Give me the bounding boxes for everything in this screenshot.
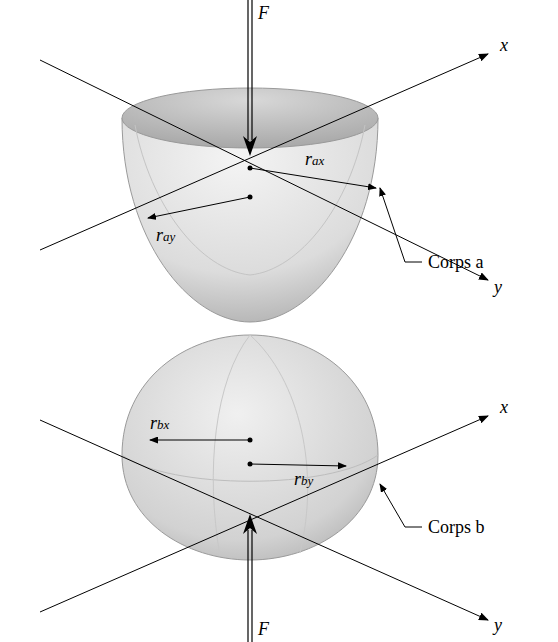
force-label: F — [258, 4, 269, 22]
part-name: Corps b — [428, 518, 485, 536]
radius-label: rby — [294, 470, 313, 488]
radius-label: ray — [156, 226, 175, 244]
axis-label: y — [494, 616, 502, 634]
radius-label: rax — [305, 150, 324, 168]
part-name: Corps a — [428, 253, 484, 271]
force-label: F — [258, 620, 269, 638]
radius-label: rbx — [150, 414, 169, 432]
axis-label: y — [494, 278, 502, 296]
axis-label: x — [500, 36, 508, 54]
axis-label: x — [500, 398, 508, 416]
